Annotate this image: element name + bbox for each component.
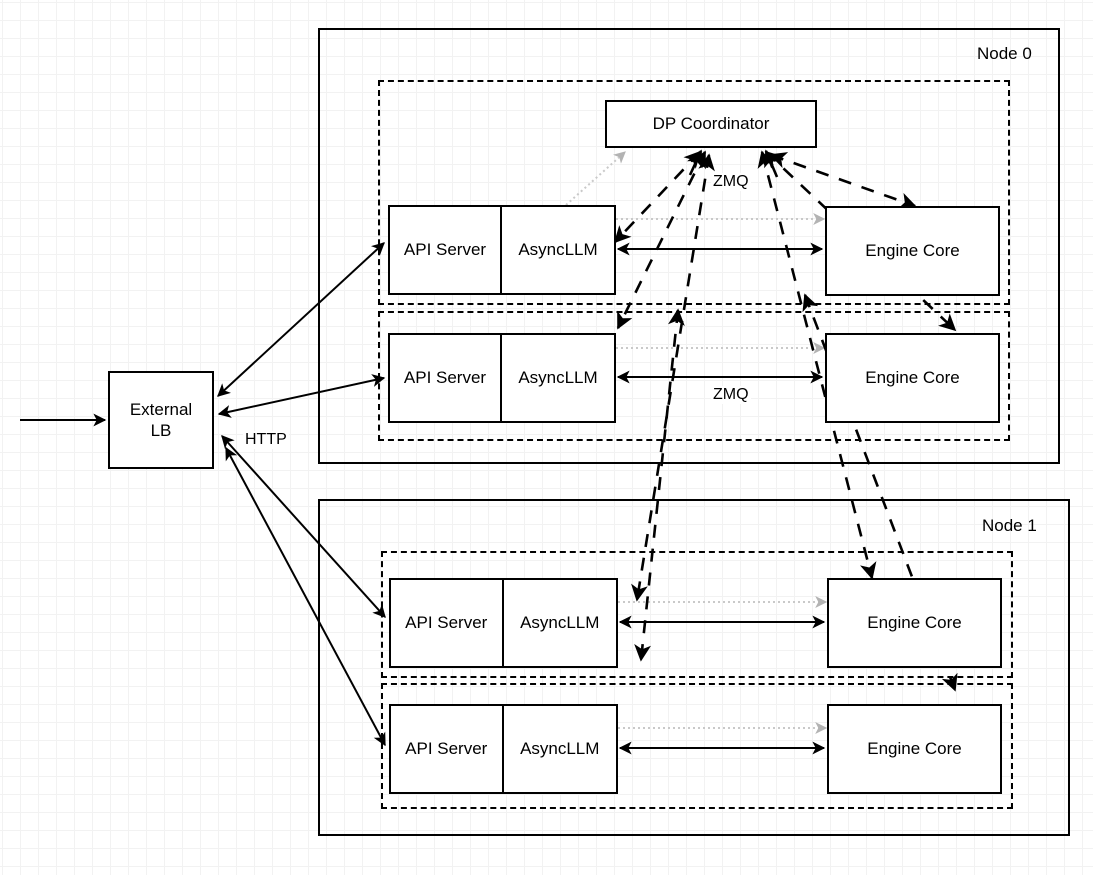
dp-coordinator-label: DP Coordinator [652, 114, 770, 134]
edge-dotted-asyncllm-coordinator [565, 151, 626, 206]
http-label: HTTP [243, 431, 289, 449]
edge-zmq-coordinator-asyncllm-n1r1 [634, 308, 685, 662]
node0-replica1-asyncllm[interactable]: AsyncLLM [518, 368, 598, 387]
node0-replica1-api-server[interactable]: API Server [390, 335, 502, 421]
node0-replica0-api-server[interactable]: API Server [390, 207, 502, 293]
edge-zmq-coordinator-asyncllm-n0r1 [616, 150, 707, 330]
node1-replica0-api-asyncllm[interactable]: API Server AsyncLLM [389, 578, 618, 668]
external-lb-box[interactable]: External LB [108, 371, 214, 469]
node-1-label: Node 1 [982, 516, 1037, 535]
node1-replica0-asyncllm[interactable]: AsyncLLM [520, 613, 600, 632]
edge-lb-node1-replica0 [221, 435, 386, 618]
edge-lb-node0-replica1 [217, 374, 386, 418]
node1-replica0-api-server[interactable]: API Server [391, 580, 504, 666]
edge-zmq-coordinator-enginecore-n0r0 [769, 152, 917, 209]
external-lb-label-line2: LB [150, 421, 172, 440]
edge-zmq-coordinator-asyncllm-n0r0 [613, 150, 702, 244]
node1-replica0-engine-core-label: Engine Core [867, 613, 962, 633]
node1-replica1-engine-core-label: Engine Core [867, 739, 962, 759]
zmq-label-coordinator: ZMQ [711, 173, 751, 191]
node0-replica0-engine-core-label: Engine Core [865, 241, 960, 261]
node1-replica1-asyncllm[interactable]: AsyncLLM [520, 739, 600, 758]
node0-replica1-engine-core[interactable]: Engine Core [825, 333, 1000, 423]
node1-replica1-engine-core[interactable]: Engine Core [827, 704, 1002, 794]
external-lb-label-line1: External [129, 399, 193, 419]
dp-coordinator-box[interactable]: DP Coordinator [605, 100, 817, 148]
node1-replica1-api-server[interactable]: API Server [391, 706, 504, 792]
edge-lb-node0-replica0 [217, 242, 385, 397]
node1-replica1-api-asyncllm[interactable]: API Server AsyncLLM [389, 704, 618, 794]
node0-replica0-engine-core[interactable]: Engine Core [825, 206, 1000, 296]
node0-replica1-api-asyncllm[interactable]: API Server AsyncLLM [388, 333, 616, 423]
node0-replica0-asyncllm[interactable]: AsyncLLM [518, 240, 598, 259]
node1-replica0-engine-core[interactable]: Engine Core [827, 578, 1002, 668]
node0-replica1-engine-core-label: Engine Core [865, 368, 960, 388]
edge-lb-node1-replica1 [225, 446, 386, 747]
zmq-label-node0-replica1: ZMQ [711, 386, 751, 404]
node-0-label: Node 0 [977, 44, 1032, 63]
node0-replica0-api-asyncllm[interactable]: API Server AsyncLLM [388, 205, 616, 295]
